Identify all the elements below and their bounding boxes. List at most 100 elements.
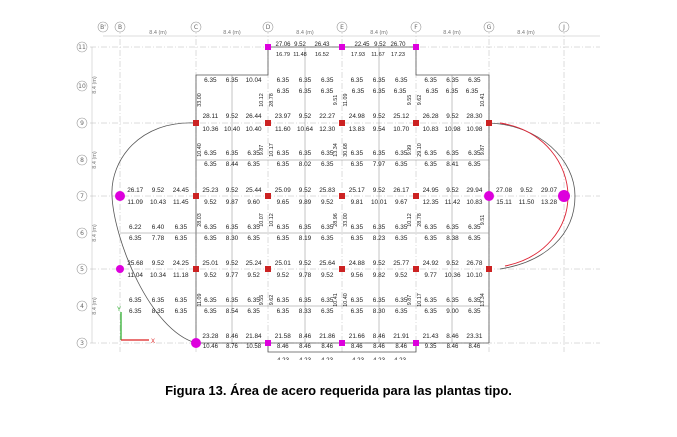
- column-axis-bubbles: [97, 21, 570, 33]
- steel-area-value: 6.35: [466, 88, 479, 95]
- steel-area-value: 13.28: [541, 199, 557, 206]
- steel-area-value: 6.35: [204, 235, 217, 242]
- steel-area-value: 9.81: [351, 199, 364, 206]
- steel-area-value: 6.35: [226, 150, 239, 157]
- axis-label: 10: [78, 83, 86, 90]
- steel-area-value: 9.52: [520, 187, 533, 194]
- steel-area-value: 6.35: [204, 308, 217, 315]
- steel-area-value: 6.35: [468, 235, 481, 242]
- axis-label: F: [414, 24, 418, 31]
- steel-area-value: 27.08: [496, 187, 512, 194]
- steel-area-value: 6.35: [277, 77, 290, 84]
- steel-area-value: 6.35: [321, 88, 334, 95]
- steel-area-value: 6.35: [424, 297, 437, 304]
- steel-area-value: 6.35: [247, 150, 260, 157]
- steel-area-value: 6.35: [321, 235, 334, 242]
- steel-area-value: 9.87: [226, 199, 239, 206]
- steel-area-value: 13.83: [349, 126, 365, 133]
- steel-area-value: 6.35: [424, 150, 437, 157]
- steel-area-value: 9.51: [333, 95, 339, 106]
- steel-area-value: 6.35: [351, 297, 364, 304]
- steel-area-value: 6.35: [247, 224, 260, 231]
- axis-label: 11: [78, 44, 86, 51]
- steel-area-value: 15.11: [496, 199, 512, 206]
- steel-area-value: 9.67: [395, 199, 408, 206]
- steel-area-value: 11.45: [173, 199, 189, 206]
- steel-area-value: 11.18: [173, 272, 189, 279]
- steel-area-value: 6.35: [351, 161, 364, 168]
- steel-area-value: 6.35: [424, 308, 437, 315]
- steel-area-value: 6.35: [299, 224, 312, 231]
- steel-area-value: 9.52: [277, 272, 290, 279]
- steel-area-value: 10.83: [466, 199, 482, 206]
- steel-area-value: 21.91: [393, 333, 409, 340]
- steel-area-value: 17.23: [391, 52, 405, 58]
- steel-area-value: 9.52: [321, 199, 334, 206]
- steel-area-value: 9.77: [226, 272, 239, 279]
- steel-area-value: 8.44: [226, 161, 239, 168]
- steel-area-value: 4.23: [277, 357, 290, 360]
- steel-area-value: 9.52: [299, 260, 312, 267]
- steel-area-value: 25.64: [319, 260, 335, 267]
- steel-area-value: 33.00: [197, 93, 203, 107]
- steel-area-value: 25.44: [246, 187, 262, 194]
- steel-area-value: 6.35: [446, 77, 459, 84]
- steel-area-value: 6.40: [152, 224, 165, 231]
- steel-area-value: 10.98: [466, 126, 482, 133]
- steel-area-value: 6.35: [299, 88, 312, 95]
- steel-area-value: 17.93: [351, 52, 365, 58]
- steel-area-value: 10.40: [343, 293, 349, 307]
- steel-area-value: 6.35: [446, 297, 459, 304]
- steel-area-value: 6.35: [426, 88, 439, 95]
- steel-area-value: 33.00: [343, 213, 349, 227]
- steel-area-value: 6.35: [129, 297, 142, 304]
- steel-area-value: 11.09: [127, 199, 143, 206]
- steel-area-value: 6.35: [247, 161, 260, 168]
- steel-area-value: 11.04: [127, 272, 143, 279]
- steel-area-value: 6.35: [446, 88, 459, 95]
- steel-area-value: 10.12: [407, 213, 413, 227]
- steel-area-value: 10.12: [269, 213, 275, 227]
- steel-area-value: 28.78: [417, 213, 423, 227]
- steel-area-value: 9.55: [259, 295, 265, 306]
- steel-area-value: 10.36: [445, 272, 461, 279]
- steel-area-value: 6.35: [247, 235, 260, 242]
- steel-area-value: 6.35: [351, 150, 364, 157]
- steel-area-value: 9.52: [374, 42, 386, 48]
- steel-area-value: 8.38: [446, 235, 459, 242]
- steel-area-value: 6.35: [424, 224, 437, 231]
- dimension-label: 8.4 (m): [296, 30, 314, 36]
- steel-area-value: 23.28: [202, 333, 218, 340]
- steel-area-value: 6.35: [204, 297, 217, 304]
- axis-label: 9: [80, 120, 84, 127]
- steel-area-value: 6.35: [175, 235, 188, 242]
- steel-area-value: 9.87: [480, 145, 486, 156]
- steel-area-value: 13.34: [480, 293, 486, 307]
- steel-area-value: 9.52: [152, 187, 165, 194]
- steel-area-value: 6.35: [321, 224, 334, 231]
- steel-area-value: 29.94: [466, 187, 482, 194]
- axis-label: D: [266, 24, 271, 31]
- steel-area-value: 26.44: [246, 113, 262, 120]
- steel-area-value: 27.06: [275, 42, 291, 48]
- steel-area-value: 6.35: [129, 308, 142, 315]
- steel-area-value: 9.56: [351, 272, 364, 279]
- dimension-label: 8.4 (m): [370, 30, 388, 36]
- steel-area-value: 6.35: [468, 297, 481, 304]
- steel-area-value: 25.24: [246, 260, 262, 267]
- steel-area-value: 10.46: [203, 344, 219, 350]
- steel-area-value: 11.67: [371, 52, 385, 58]
- steel-area-value: 6.35: [204, 150, 217, 157]
- steel-area-value: 6.35: [395, 297, 408, 304]
- steel-area-value: 10.70: [393, 126, 409, 133]
- steel-area-value: 6.35: [424, 235, 437, 242]
- steel-area-value: 6.35: [321, 150, 334, 157]
- steel-area-value: 10.83: [423, 126, 439, 133]
- steel-area-value: 10.40: [246, 126, 262, 133]
- steel-area-value: 7.78: [152, 235, 165, 242]
- steel-area-value: 6.35: [351, 235, 364, 242]
- steel-area-value: 8.30: [226, 235, 239, 242]
- axis-label: 6: [80, 230, 84, 237]
- steel-area-value: 8.46: [351, 344, 363, 350]
- steel-area-value: 8.46: [373, 344, 385, 350]
